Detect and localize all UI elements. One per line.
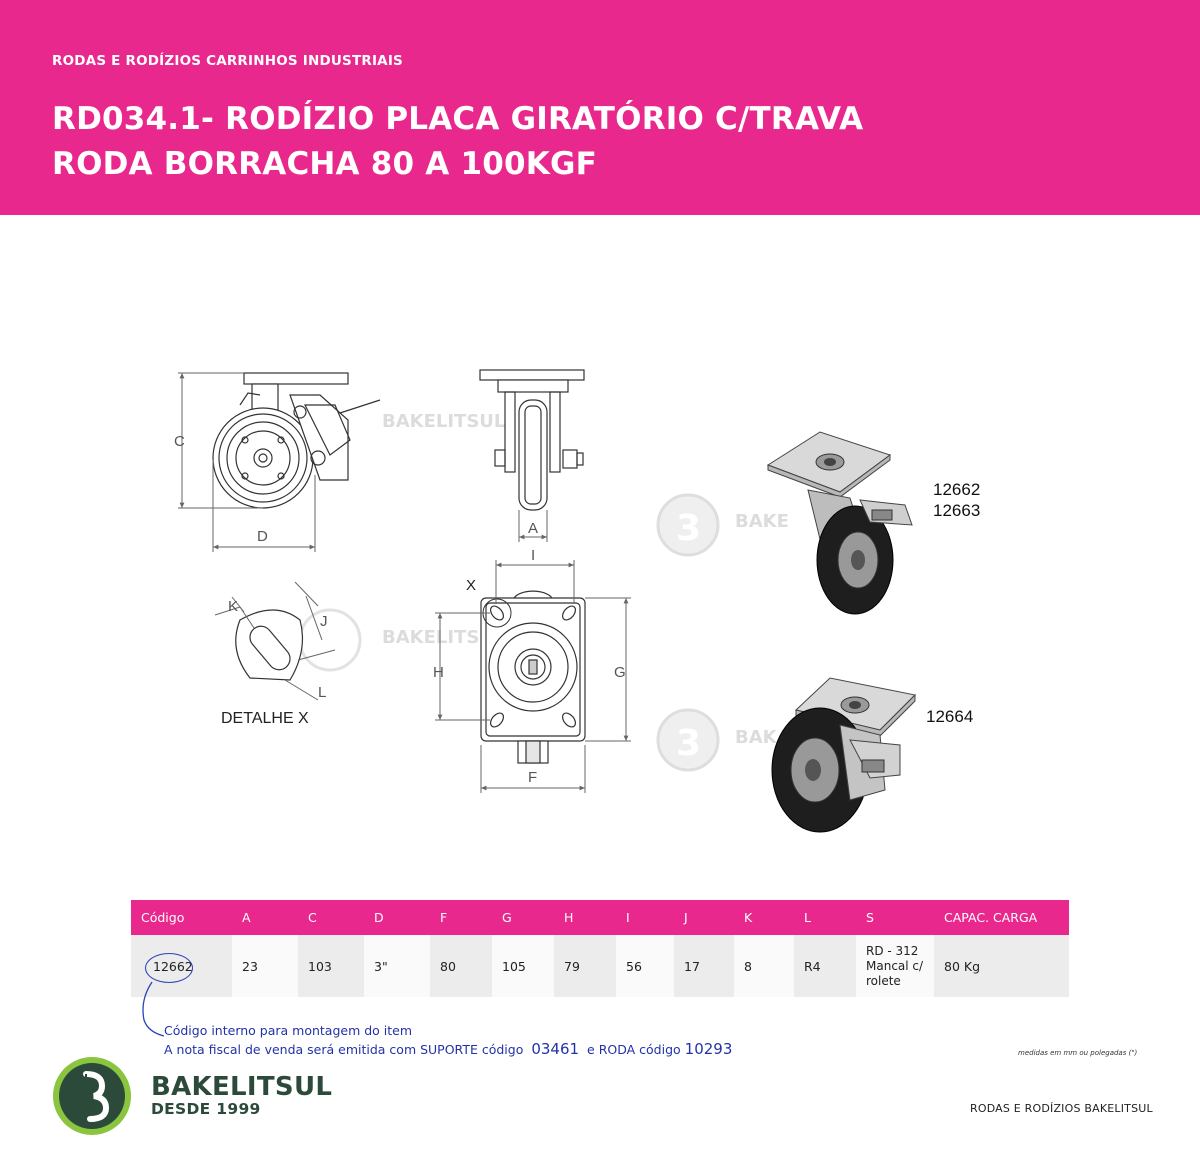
cell-s: RD - 312 Mancal c/ rolete [856, 935, 934, 997]
cell-h: 79 [554, 935, 616, 997]
cell-capac-carga: 80 Kg [934, 935, 1069, 997]
cell-f: 80 [430, 935, 492, 997]
cell-g: 105 [492, 935, 554, 997]
title-line-2: RODA BORRACHA 80 A 100KGF [52, 146, 598, 182]
caster-render-top [766, 431, 913, 615]
side-view-dimensions [178, 372, 316, 552]
technical-drawings: BAKELITSUL BAKELITSUL 3 BAKE 3 BAK [0, 215, 1200, 895]
svg-text:3: 3 [676, 723, 701, 764]
category-label: RODAS E RODÍZIOS CARRINHOS INDUSTRIAIS [52, 53, 403, 69]
note-roda-code: 10293 [684, 1040, 733, 1058]
caster-render-bottom [771, 677, 917, 833]
cell-a: 23 [232, 935, 298, 997]
dim-label-i: I [531, 547, 535, 564]
header-f: F [430, 900, 492, 935]
header-k: K [734, 900, 794, 935]
code-pointer-line [142, 981, 165, 1037]
header-s: S [856, 900, 934, 935]
note-line-2-middle: e RODA código [587, 1042, 681, 1057]
header-codigo: Código [131, 900, 232, 935]
detail-x-drawing [235, 609, 304, 681]
cell-d: 3" [364, 935, 430, 997]
cell-j: 17 [674, 935, 734, 997]
product-code-top: 12662 12663 [933, 479, 980, 521]
product-code-12664: 12664 [926, 707, 974, 726]
product-code-bottom: 12664 [926, 706, 973, 727]
watermark-3: 3 BAKE [656, 493, 789, 557]
front-view-dimensions [518, 510, 548, 542]
dim-label-j: J [320, 613, 328, 630]
cell-l: R4 [794, 935, 856, 997]
dim-label-k: K [228, 598, 238, 615]
note-line-2-prefix: A nota fiscal de venda será emitida com … [164, 1042, 524, 1057]
side-view-drawing [212, 372, 381, 509]
note-line-1: Código interno para montagem do item [164, 1023, 413, 1038]
dim-label-g: G [614, 664, 626, 681]
svg-text:BAK: BAK [735, 727, 778, 748]
page-header: RODAS E RODÍZIOS CARRINHOS INDUSTRIAIS R… [0, 0, 1200, 215]
detail-x-dimensions [214, 581, 336, 701]
table-header-row: Código A C D F G H I J K L S CAPAC. CARG… [131, 900, 1069, 935]
units-note: medidas em mm ou polegadas (") [1018, 1049, 1138, 1057]
header-l: L [794, 900, 856, 935]
cell-c: 103 [298, 935, 364, 997]
watermark-2: BAKELITSUL [298, 608, 505, 672]
front-view-drawing [479, 369, 585, 511]
internal-code-note: Código interno para montagem do item A n… [164, 1022, 732, 1059]
cell-s-line3: rolete [866, 973, 901, 988]
header-g: G [492, 900, 554, 935]
page-title: RD034.1- RODÍZIO PLACA GIRATÓRIO C/TRAVA… [52, 97, 863, 187]
top-view-drawing [480, 590, 586, 764]
svg-text:BAKELITSUL: BAKELITSUL [382, 411, 505, 432]
header-d: D [364, 900, 430, 935]
watermark-1: BAKELITSUL [382, 411, 505, 432]
cell-k: 8 [734, 935, 794, 997]
title-line-1: RD034.1- RODÍZIO PLACA GIRATÓRIO C/TRAVA [52, 101, 864, 137]
dim-label-l: L [318, 684, 326, 701]
dim-label-a: A [528, 520, 538, 537]
svg-text:BAKELITSUL: BAKELITSUL [382, 627, 505, 648]
detail-x-caption: DETALHE X [221, 710, 309, 727]
header-j: J [674, 900, 734, 935]
watermark-4: 3 BAK [656, 708, 778, 772]
dim-label-x: X [466, 577, 476, 594]
header-i: I [616, 900, 674, 935]
cell-s-line2: Mancal c/ [866, 958, 924, 973]
drawing-canvas: BAKELITSUL BAKELITSUL 3 BAKE 3 BAK [174, 369, 917, 833]
dim-label-h: H [433, 664, 444, 681]
bakelitsul-b-logo-icon [53, 1057, 131, 1135]
product-code-12663: 12663 [933, 501, 981, 520]
note-suporte-code: 03461 [531, 1040, 580, 1058]
dim-label-f: F [528, 769, 537, 786]
spec-table: Código A C D F G H I J K L S CAPAC. CARG… [131, 900, 1069, 997]
cell-i: 56 [616, 935, 674, 997]
dim-label-c: C [174, 433, 185, 450]
header-capac-carga: CAPAC. CARGA [934, 900, 1069, 935]
dim-label-d: D [257, 528, 268, 545]
top-view-dimensions [435, 560, 631, 793]
svg-text:BAKE: BAKE [735, 511, 789, 532]
header-a: A [232, 900, 298, 935]
product-code-12662: 12662 [933, 480, 981, 499]
footer-tagline: RODAS E RODÍZIOS BAKELITSUL [970, 1102, 1153, 1115]
cell-s-line1: RD - 312 [866, 943, 919, 958]
code-highlight-circle [145, 953, 193, 983]
header-h: H [554, 900, 616, 935]
note-line-2: A nota fiscal de venda será emitida com … [164, 1040, 732, 1059]
table-row: 12662 23 103 3" 80 105 79 56 17 8 R4 RD … [131, 935, 1069, 997]
brand-name: BAKELITSUL [151, 1072, 333, 1102]
brand-since: DESDE 1999 [151, 1100, 261, 1118]
header-c: C [298, 900, 364, 935]
svg-text:3: 3 [676, 508, 701, 549]
